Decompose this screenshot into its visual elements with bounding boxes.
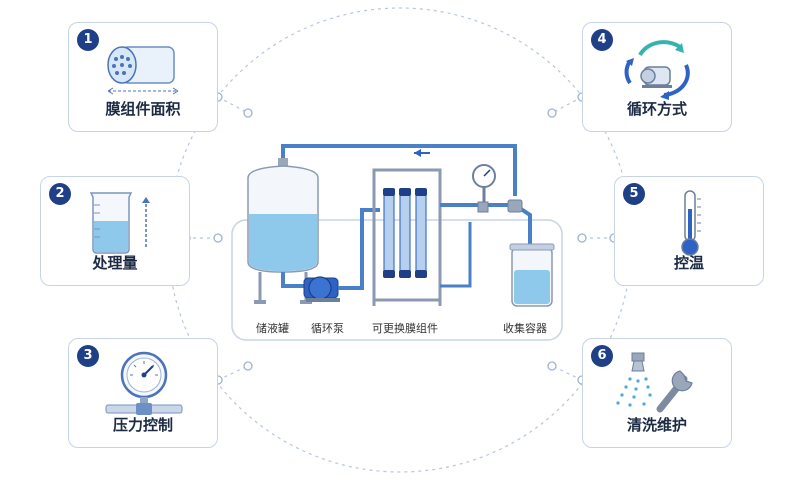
card-number-badge: 5 <box>623 183 645 205</box>
circulation-pump <box>303 276 340 302</box>
pump-outlet-pipe <box>338 208 380 290</box>
spray-wrench-icon <box>616 352 693 413</box>
label-collection-container: 收集容器 <box>503 322 547 335</box>
card-number-badge: 6 <box>591 345 613 367</box>
card-membrane-area: 1 膜组件面积 <box>68 22 218 132</box>
control-valve <box>477 199 523 213</box>
label-membrane-module: 可更换膜组件 <box>372 322 438 335</box>
connector-lines <box>186 96 614 381</box>
feed-pipe <box>281 272 306 288</box>
label-circulation-pump: 循环泵 <box>311 322 344 335</box>
card-cleaning-maintenance: 6 清洗维护 <box>582 338 732 448</box>
return-pipe <box>281 144 517 196</box>
card-number-badge: 4 <box>591 29 613 51</box>
storage-tank <box>247 158 319 304</box>
thermometer-icon <box>681 190 701 256</box>
collection-container <box>509 243 555 307</box>
card-throughput: 2 处理量 <box>40 176 190 286</box>
card-title: 控温 <box>673 254 704 272</box>
card-number-badge: 1 <box>77 29 99 51</box>
card-title: 循环方式 <box>626 100 687 118</box>
pressure-gauge-icon <box>105 351 183 415</box>
card-title: 压力控制 <box>112 416 173 434</box>
card-title: 处理量 <box>92 254 138 272</box>
circulation-pump-icon <box>624 40 690 100</box>
membrane-module <box>372 168 442 306</box>
pressure-gauge <box>472 164 496 205</box>
card-pressure-control: 3 压力控制 <box>68 338 218 448</box>
flow-arrow-icon <box>414 149 421 157</box>
card-title: 清洗维护 <box>626 416 687 434</box>
label-storage-tank: 储液罐 <box>256 322 289 335</box>
concentrate-pipe <box>440 222 472 288</box>
card-number-badge: 3 <box>77 345 99 367</box>
card-title: 膜组件面积 <box>105 100 181 118</box>
card-circulation-mode: 4 循环方式 <box>582 22 732 132</box>
card-temperature-control: 5 控温 <box>614 176 764 286</box>
card-number-badge: 2 <box>49 183 71 205</box>
membrane-cylinder-icon <box>107 46 179 95</box>
beaker-icon <box>89 192 150 254</box>
